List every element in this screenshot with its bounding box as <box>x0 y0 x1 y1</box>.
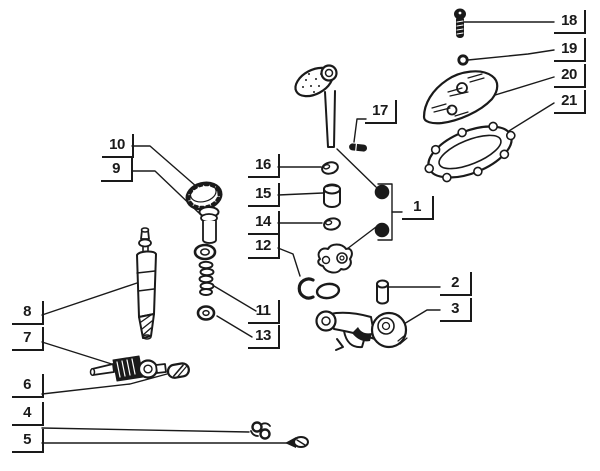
part-nut-16 <box>321 161 339 175</box>
part-screw-18 <box>454 8 466 38</box>
leader-8 <box>41 282 138 316</box>
callout-18: 18 <box>554 10 586 34</box>
leader-1a <box>336 148 377 188</box>
part-pin-17 <box>349 143 368 152</box>
callout-9: 9 <box>101 158 133 182</box>
part-knob-10 <box>185 181 223 244</box>
part-lever-assembly-3 <box>315 310 408 351</box>
callout-20: 20 <box>554 64 586 88</box>
leader-13 <box>216 315 253 338</box>
callout-5: 5 <box>12 429 44 453</box>
part-collar-9 <box>198 206 220 244</box>
leader-17 <box>353 118 367 143</box>
callout-13: 13 <box>248 325 280 349</box>
leader-15 <box>277 192 324 196</box>
part-washer-spring-11 <box>193 243 217 296</box>
callout-8: 8 <box>12 301 44 325</box>
leader-19 <box>467 49 555 61</box>
callout-4: 4 <box>12 402 44 426</box>
part-pin-5 <box>285 436 309 448</box>
leader-11 <box>213 285 257 312</box>
part-ring-13 <box>196 305 216 321</box>
callout-14: 14 <box>248 211 280 235</box>
part-bushing-15 <box>323 183 341 208</box>
part-gear-shaft-7 <box>89 355 167 382</box>
callout-11: 11 <box>248 300 280 324</box>
part-gasket-21 <box>424 121 516 183</box>
part-sleeve-6 <box>166 362 190 379</box>
part-shaft-8 <box>136 227 157 340</box>
part-link-lever <box>317 243 353 274</box>
part-fastener-1a <box>374 184 390 200</box>
part-fastener-group-1 <box>374 184 390 238</box>
callout-3: 3 <box>440 298 472 322</box>
part-cover-plate-20 <box>422 70 499 125</box>
part-clip-12 <box>297 277 341 300</box>
part-nut-14 <box>323 217 341 231</box>
leader-4 <box>41 427 250 433</box>
callout-10: 10 <box>102 134 134 158</box>
callout-16: 16 <box>248 154 280 178</box>
leader-6 <box>41 373 168 395</box>
callout-7: 7 <box>12 327 44 351</box>
leader-20 <box>491 76 555 97</box>
leader-7 <box>41 341 119 367</box>
callout-17: 17 <box>365 100 397 124</box>
part-pedal-lever <box>294 64 338 148</box>
callout-6: 6 <box>12 374 44 398</box>
leader-21 <box>503 102 555 135</box>
callout-1: 1 <box>402 196 434 220</box>
leader-12 <box>277 247 301 277</box>
part-roller-2 <box>376 279 389 305</box>
leader-10 <box>131 145 198 188</box>
callout-12: 12 <box>248 235 280 259</box>
callout-21: 21 <box>554 90 586 114</box>
leader-lines <box>41 21 555 444</box>
callout-2: 2 <box>440 272 472 296</box>
callout-15: 15 <box>248 183 280 207</box>
leader-9 <box>131 170 200 214</box>
part-clip-4 <box>250 421 271 440</box>
part-fastener-1b <box>374 222 390 238</box>
part-eyelet-19 <box>457 54 469 66</box>
callout-19: 19 <box>554 38 586 62</box>
